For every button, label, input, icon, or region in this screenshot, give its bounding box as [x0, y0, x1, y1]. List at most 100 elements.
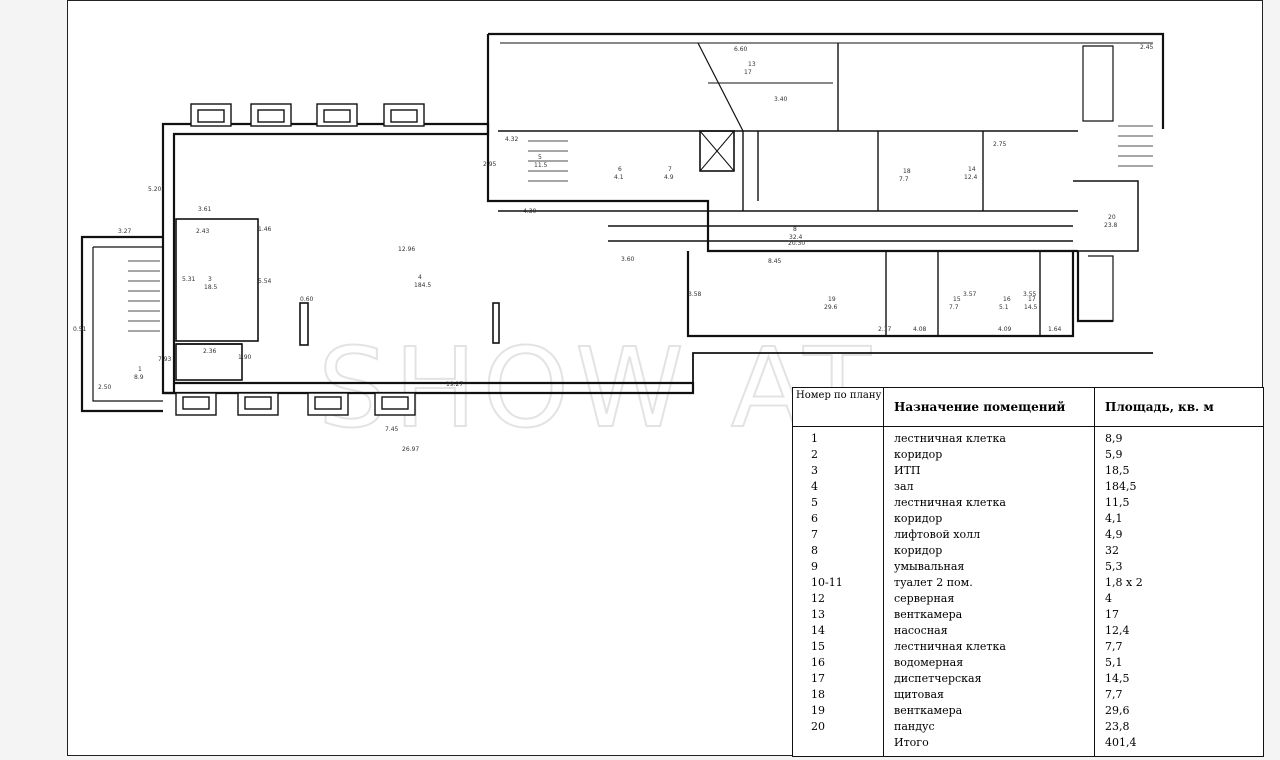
ventchamber-outline: [488, 32, 1165, 129]
dimension-label: 7.45: [385, 426, 399, 433]
dimension-label: 6.60: [734, 46, 748, 53]
legend-row-name: водомерная: [894, 656, 964, 669]
room-number-label: 19: [828, 296, 836, 303]
legend-row-name: венткамера: [894, 704, 963, 717]
dimension-label: 5.20: [148, 186, 162, 193]
legend-row-area: 1,8 х 2: [1105, 576, 1143, 589]
dimension-label: 7.93: [158, 356, 172, 363]
legend-row-num: 9: [811, 560, 818, 573]
dimension-label: 5.54: [258, 278, 272, 285]
legend-header: Номер по плану Назначение помещений Площ…: [792, 387, 1264, 427]
legend-row-name: ИТП: [894, 464, 921, 477]
room-3-itp: [175, 218, 259, 342]
legend-row-num: 13: [811, 608, 825, 621]
room-labels: 18.9318.54184.5511.564.174.9832.41317141…: [134, 61, 1118, 381]
room-number-label: 7: [668, 166, 672, 173]
legend-row-name: щитовая: [894, 688, 944, 701]
legend-row-area: 4,9: [1105, 528, 1123, 541]
room-number-label: 4: [418, 274, 422, 281]
legend-row-name: лестничная клетка: [894, 496, 1006, 509]
dimension-label: 3.58: [688, 291, 702, 298]
room-number-label: 6: [618, 166, 622, 173]
legend-row-name: коридор: [894, 512, 943, 525]
dimension-label: 19.27: [446, 381, 463, 388]
dimension-label: 26.97: [402, 446, 419, 453]
room-area-label: 18.5: [204, 284, 218, 291]
legend-row-num: 1: [811, 432, 818, 445]
legend-row-area: 18,5: [1105, 464, 1130, 477]
dimension-label: 3.40: [774, 96, 788, 103]
legend-row-area: 11,5: [1105, 496, 1130, 509]
legend-row-area: 7,7: [1105, 688, 1123, 701]
room-number-label: 18: [903, 168, 911, 175]
legend-row-num: 14: [811, 624, 825, 637]
room-area-label: 5.1: [999, 304, 1009, 311]
room-area-label: 32.4: [789, 234, 803, 241]
legend-row-name: коридор: [894, 448, 943, 461]
legend-row-num: 16: [811, 656, 825, 669]
legend-row-num: 17: [811, 672, 825, 685]
floor-plan-drawing: SHOW AT: [73, 32, 1165, 453]
dimension-label: 4.08: [913, 326, 927, 333]
legend-row-name: коридор: [894, 544, 943, 557]
legend-total-area: 401,4: [1105, 736, 1137, 749]
legend-row-num: 5: [811, 496, 818, 509]
dimension-label: 3.27: [118, 228, 132, 235]
legend-row-area: 184,5: [1105, 480, 1137, 493]
watermark: SHOW AT: [318, 324, 877, 452]
legend-total-name: Итого: [894, 736, 929, 749]
dimension-label: 0.60: [300, 296, 314, 303]
room-area-label: 12.4: [964, 174, 978, 181]
legend-row-num: 8: [811, 544, 818, 557]
room-number-label: 16: [1003, 296, 1011, 303]
legend-total-num: [811, 735, 883, 751]
legend-row-name: венткамера: [894, 608, 963, 621]
legend-row-name: лестничная клетка: [894, 640, 1006, 653]
dimension-label: 1.64: [1048, 326, 1062, 333]
legend-row-name: зал: [894, 480, 914, 493]
legend-row-area: 4: [1105, 592, 1112, 605]
legend-row-area: 14,5: [1105, 672, 1130, 685]
room-number-label: 13: [748, 61, 756, 68]
dimension-label: 3.57: [963, 291, 977, 298]
room-area-label: 29.6: [824, 304, 838, 311]
elevator: [699, 130, 735, 172]
legend-row-area: 5,9: [1105, 448, 1123, 461]
dimension-label: 2.17: [878, 326, 892, 333]
room-area-label: 11.5: [534, 162, 548, 169]
legend-row-area: 23,8: [1105, 720, 1130, 733]
legend-row-name: насосная: [894, 624, 948, 637]
legend-row-num: 12: [811, 592, 825, 605]
legend-row-num: 10-11: [811, 576, 843, 589]
legend-header-area: Площадь, кв. м: [1094, 387, 1264, 427]
legend-row-num: 6: [811, 512, 818, 525]
legend-row-area: 5,1: [1105, 656, 1123, 669]
dimension-label: 1.90: [238, 354, 252, 361]
room-number-label: 17: [1028, 296, 1036, 303]
dimension-label: 2.50: [98, 384, 112, 391]
legend-row-num: 20: [811, 720, 825, 733]
dimension-label: 4.09: [998, 326, 1012, 333]
dimension-label: 4.30: [523, 208, 537, 215]
hall-bottom-wall: [163, 381, 695, 395]
dimension-label: 2.95: [483, 161, 497, 168]
room-number-label: 5: [538, 154, 542, 161]
legend-row-name: лестничная клетка: [894, 432, 1006, 445]
legend-row-area: 7,7: [1105, 640, 1123, 653]
legend-row-area: 5,3: [1105, 560, 1123, 573]
legend-row-name: туалет 2 пом.: [894, 576, 973, 589]
room-area-label: 17: [744, 69, 752, 76]
legend-row-num: 18: [811, 688, 825, 701]
legend-row-name: диспетчерская: [894, 672, 982, 685]
room-area-label: 14.5: [1024, 304, 1038, 311]
dimension-label: 2.75: [993, 141, 1007, 148]
dimension-label: 1.46: [258, 226, 272, 233]
room-area-label: 4.9: [664, 174, 674, 181]
lower-rooms-outline: [686, 251, 1075, 338]
room-area-label: 4.1: [614, 174, 624, 181]
legend-row-name: пандус: [894, 720, 935, 733]
